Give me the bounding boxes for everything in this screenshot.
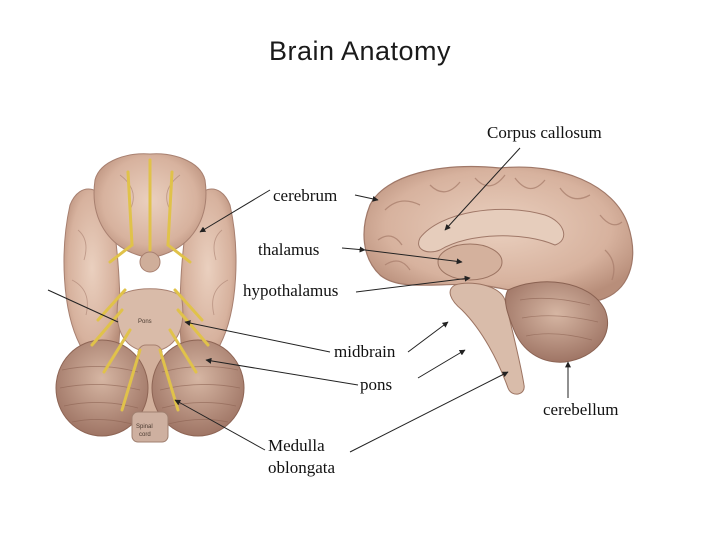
spinal-label-line1: Spinal <box>136 424 153 430</box>
spinal-cord <box>131 411 169 443</box>
label-thalamus: thalamus <box>258 240 320 259</box>
left-cerebellum <box>55 339 149 437</box>
label-midbrain: midbrain <box>334 342 396 361</box>
pons-region <box>116 288 184 353</box>
label-corpus-callosum: Corpus callosum <box>487 123 602 142</box>
ventral-pons-label: Pons <box>138 319 152 325</box>
label-medulla-line1: Medulla <box>268 436 325 455</box>
label-medulla-line2: oblongata <box>268 458 336 477</box>
ventral-brain-illustration: Pons Spinal cord <box>55 153 245 443</box>
sagittal-cerebellum <box>505 281 609 363</box>
label-cerebrum: cerebrum <box>273 186 338 205</box>
corpus-callosum <box>418 208 565 253</box>
pituitary <box>139 251 161 273</box>
spinal-label-line2: cord <box>139 432 151 438</box>
label-pons: pons <box>360 375 393 394</box>
sagittal-brain-photo <box>363 165 634 395</box>
page-title: Brain Anatomy <box>268 36 452 66</box>
right-cerebellum <box>151 339 245 437</box>
brainstem <box>449 282 525 395</box>
label-cerebellum: cerebellum <box>543 400 619 419</box>
thalamus <box>437 243 503 281</box>
label-hypothalamus: hypothalamus <box>243 281 339 300</box>
